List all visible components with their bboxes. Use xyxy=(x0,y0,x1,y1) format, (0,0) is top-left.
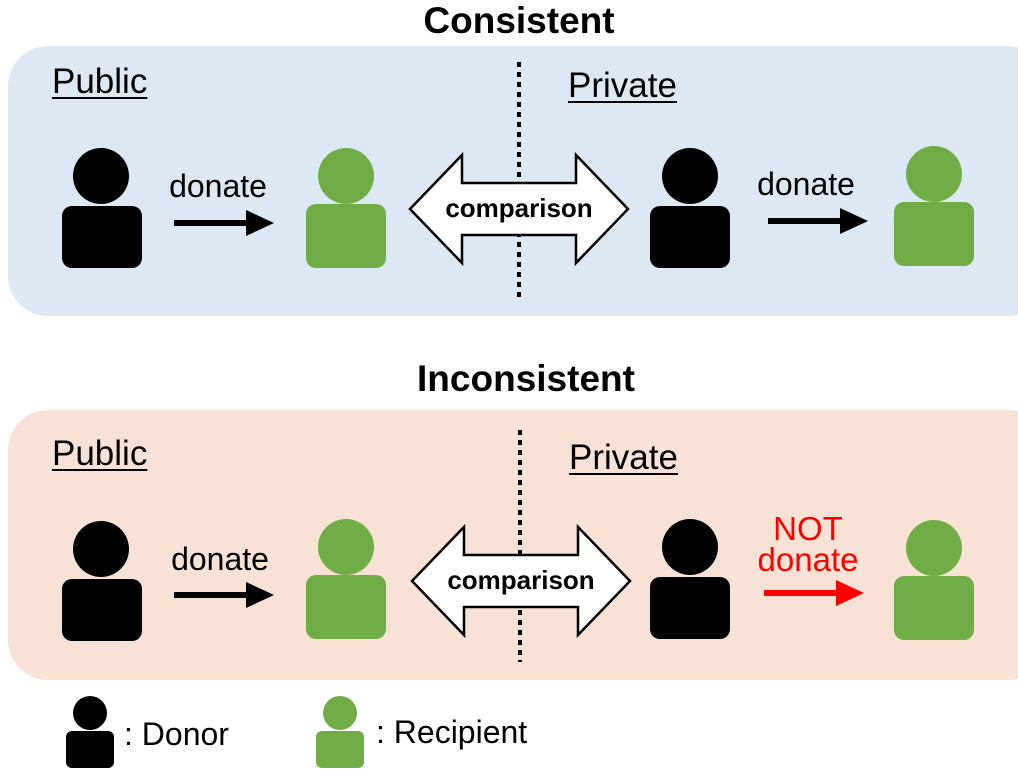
consistent-public-action: donate xyxy=(169,168,267,204)
consistent-private-recipient-icon xyxy=(894,146,974,266)
consistent-public-arrow-icon xyxy=(174,210,274,236)
consistent-private-action: donate xyxy=(757,166,855,202)
inconsistent-comparison-arrow-icon xyxy=(410,523,632,639)
legend-recipient-icon xyxy=(316,696,364,768)
consistent-title: Consistent xyxy=(423,0,615,41)
inconsistent-divider xyxy=(518,430,522,662)
inconsistent-private-arrow-icon xyxy=(764,580,864,606)
legend-recipient-label: : Recipient xyxy=(376,714,528,750)
consistent-public-label: Public xyxy=(52,62,148,101)
consistent-comparison-label: comparison xyxy=(445,193,593,223)
inconsistent-public-action: donate xyxy=(171,541,269,577)
inconsistent-public-arrow-icon xyxy=(174,582,274,608)
consistent-private-arrow-icon xyxy=(768,208,868,234)
legend-donor-label: : Donor xyxy=(124,716,229,752)
inconsistent-public-label: Public xyxy=(52,434,148,473)
inconsistent-comparison-label: comparison xyxy=(447,565,595,595)
legend-donor-icon xyxy=(66,696,114,768)
consistent-comparison-arrow-icon xyxy=(408,151,630,267)
consistent-public-recipient-icon xyxy=(306,148,386,268)
inconsistent-private-action: donate xyxy=(757,541,859,578)
inconsistent-not-label: NOT xyxy=(773,510,843,547)
inconsistent-private-label: Private xyxy=(569,438,678,477)
inconsistent-panel xyxy=(8,410,1018,680)
consistent-private-donor-icon xyxy=(650,148,730,268)
inconsistent-public-recipient-icon xyxy=(306,519,386,639)
inconsistent-title: Inconsistent xyxy=(417,358,635,399)
consistent-panel xyxy=(8,46,1018,316)
inconsistent-public-donor-icon xyxy=(62,521,142,641)
consistent-private-label: Private xyxy=(568,66,677,105)
inconsistent-private-recipient-icon xyxy=(894,520,974,640)
inconsistent-private-donor-icon xyxy=(650,519,730,639)
consistent-public-donor-icon xyxy=(62,148,142,268)
